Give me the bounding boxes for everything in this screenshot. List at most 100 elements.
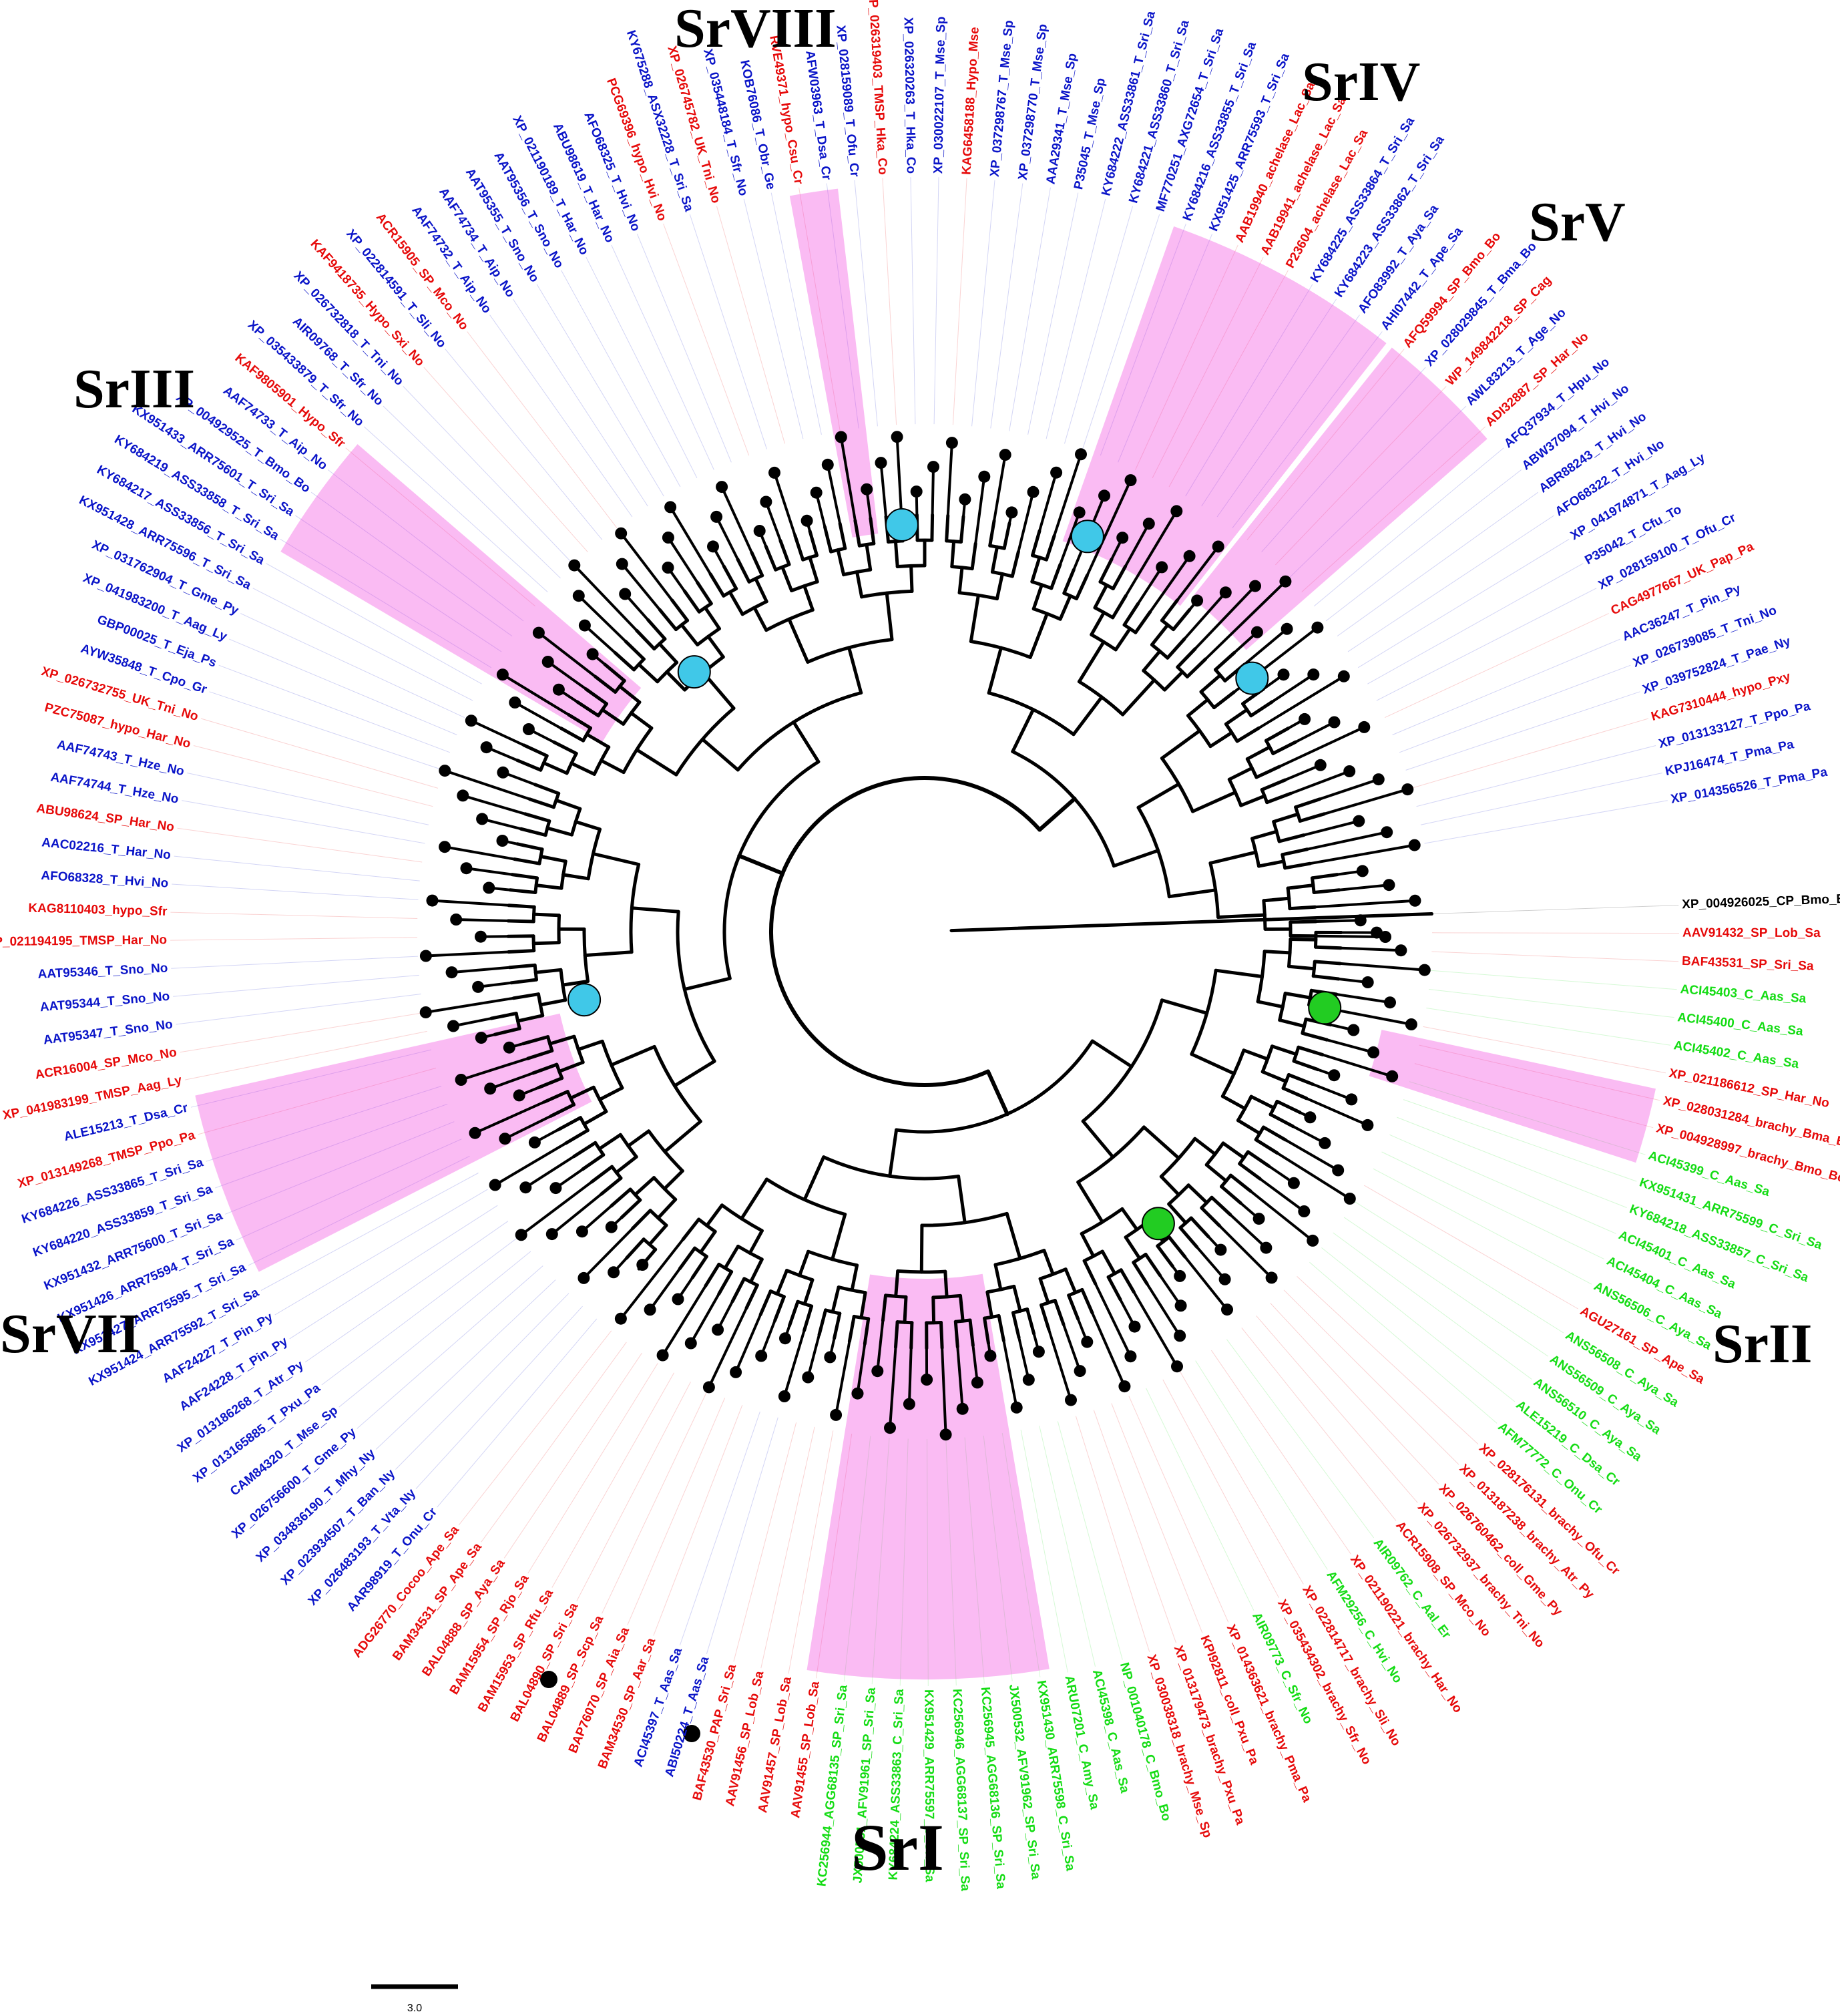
leaf-guide-line [190, 1049, 432, 1108]
tip-marker [489, 1179, 501, 1191]
node-markers [419, 431, 1431, 1742]
tip-marker [519, 1181, 532, 1194]
leaf-guide-line [1128, 1396, 1229, 1623]
tree-branch [1011, 708, 1036, 753]
tree-branch [567, 713, 592, 730]
tree-branch [658, 608, 678, 632]
leaf-label: XP_026320263_T_Hka_Co [901, 17, 918, 174]
tree-branch [1236, 1119, 1262, 1135]
tree-branch [907, 1346, 913, 1406]
leaf-guide-line [1411, 718, 1649, 789]
tree-branch [931, 1295, 936, 1325]
tip-marker [662, 562, 674, 574]
leaf-guide-line [445, 349, 603, 540]
leaf-guide-line [403, 386, 574, 566]
tree-branch [493, 1026, 521, 1036]
tree-branch [515, 759, 543, 772]
leaf-guide-line [1185, 284, 1313, 497]
tree-branch [670, 598, 690, 622]
tree-branch [750, 550, 764, 578]
tree-branch [630, 906, 680, 914]
tree-branch [1106, 1275, 1122, 1301]
leaf-guide-line [1337, 491, 1539, 637]
tree-branch [1314, 919, 1362, 923]
tree-branch [985, 1069, 1009, 1117]
internal-node-marker [1235, 661, 1269, 695]
tree-branch [758, 1289, 772, 1316]
tree-branch [831, 1213, 847, 1261]
tree-branch [569, 761, 596, 776]
tree-branch [503, 1115, 553, 1141]
tip-marker [586, 648, 599, 660]
tree-branch [620, 562, 662, 612]
tree-branch [1091, 1312, 1126, 1388]
tree-branch [1325, 1038, 1375, 1054]
tip-marker [891, 431, 903, 443]
tree-branch [1214, 651, 1236, 672]
tree-branch [959, 1293, 965, 1323]
tree-branch [583, 950, 634, 958]
tree-branch [515, 842, 544, 851]
leaf-guide-line [1256, 1315, 1418, 1503]
tree-branch [780, 565, 794, 592]
leaf-guide-line [952, 178, 967, 425]
tree-branch [1160, 729, 1202, 760]
tree-branch [722, 564, 738, 590]
tree-branch [950, 540, 956, 568]
tip-marker [779, 1332, 791, 1345]
tree-branch [1228, 1213, 1268, 1249]
leaf-guide-line [1363, 1185, 1578, 1309]
tip-marker [1156, 561, 1168, 574]
tree-branch [1284, 763, 1322, 781]
tree-branch [754, 577, 768, 604]
clade-highlight-wedge [280, 444, 642, 742]
tree-branch [1305, 1096, 1369, 1127]
tree-branch [788, 1299, 800, 1328]
tree-branch [1311, 873, 1339, 880]
tree-branch [1124, 510, 1178, 598]
tree-branch [1242, 1048, 1270, 1061]
tree-branch [455, 918, 510, 922]
leaf-label: XP_028159089_T_Ofu_Cr [833, 25, 861, 178]
tree-branch [717, 1270, 734, 1296]
tree-branch [1204, 580, 1287, 660]
leaf-guide-line [209, 691, 444, 771]
leaf-guide-line [252, 588, 473, 701]
tip-marker [1356, 865, 1369, 877]
leaf-guide-line [1347, 515, 1554, 652]
tree-branch [682, 976, 732, 992]
leaf-guide-line [357, 1265, 543, 1429]
tree-branch [1204, 1163, 1228, 1183]
tree-branch [662, 1169, 684, 1191]
tree-branch [576, 700, 600, 718]
tree-branch [823, 525, 833, 554]
tree-branch [847, 1314, 856, 1344]
leaf-label: AAT95346_T_Sno_No [37, 961, 168, 982]
tree-branch [894, 1320, 899, 1349]
tip-marker [1277, 668, 1290, 681]
leaf-guide-line [843, 1436, 871, 1682]
leaf-guide-line [289, 1205, 498, 1340]
leaf-guide-line [458, 1330, 612, 1526]
leaf-guide-line [295, 515, 502, 652]
tip-marker [861, 483, 873, 495]
tree-branch [1262, 950, 1292, 955]
tree-branch [760, 1319, 776, 1358]
tip-marker [522, 723, 535, 735]
leaf-label: KC256945_AGG68136_SP_Sri_Sa [978, 1687, 1008, 1890]
tree-branch [613, 651, 636, 672]
tip-marker [532, 626, 545, 639]
tree-branch [610, 1187, 632, 1208]
leaf-label: XP_026739085_T_Tni_No [1631, 604, 1779, 670]
tree-branch [943, 1269, 949, 1299]
leaf-guide-line [871, 1438, 890, 1685]
tree-branch [1294, 797, 1322, 809]
tree-branch [1098, 557, 1114, 584]
leaf-guide-line [236, 1139, 462, 1241]
tip-marker [1212, 540, 1224, 553]
tree-branch [507, 903, 536, 909]
leaf-guide-line [395, 1293, 569, 1470]
leaf-guide-line [586, 256, 698, 479]
tree-branch [802, 1304, 814, 1332]
tree-branch [690, 1255, 708, 1279]
